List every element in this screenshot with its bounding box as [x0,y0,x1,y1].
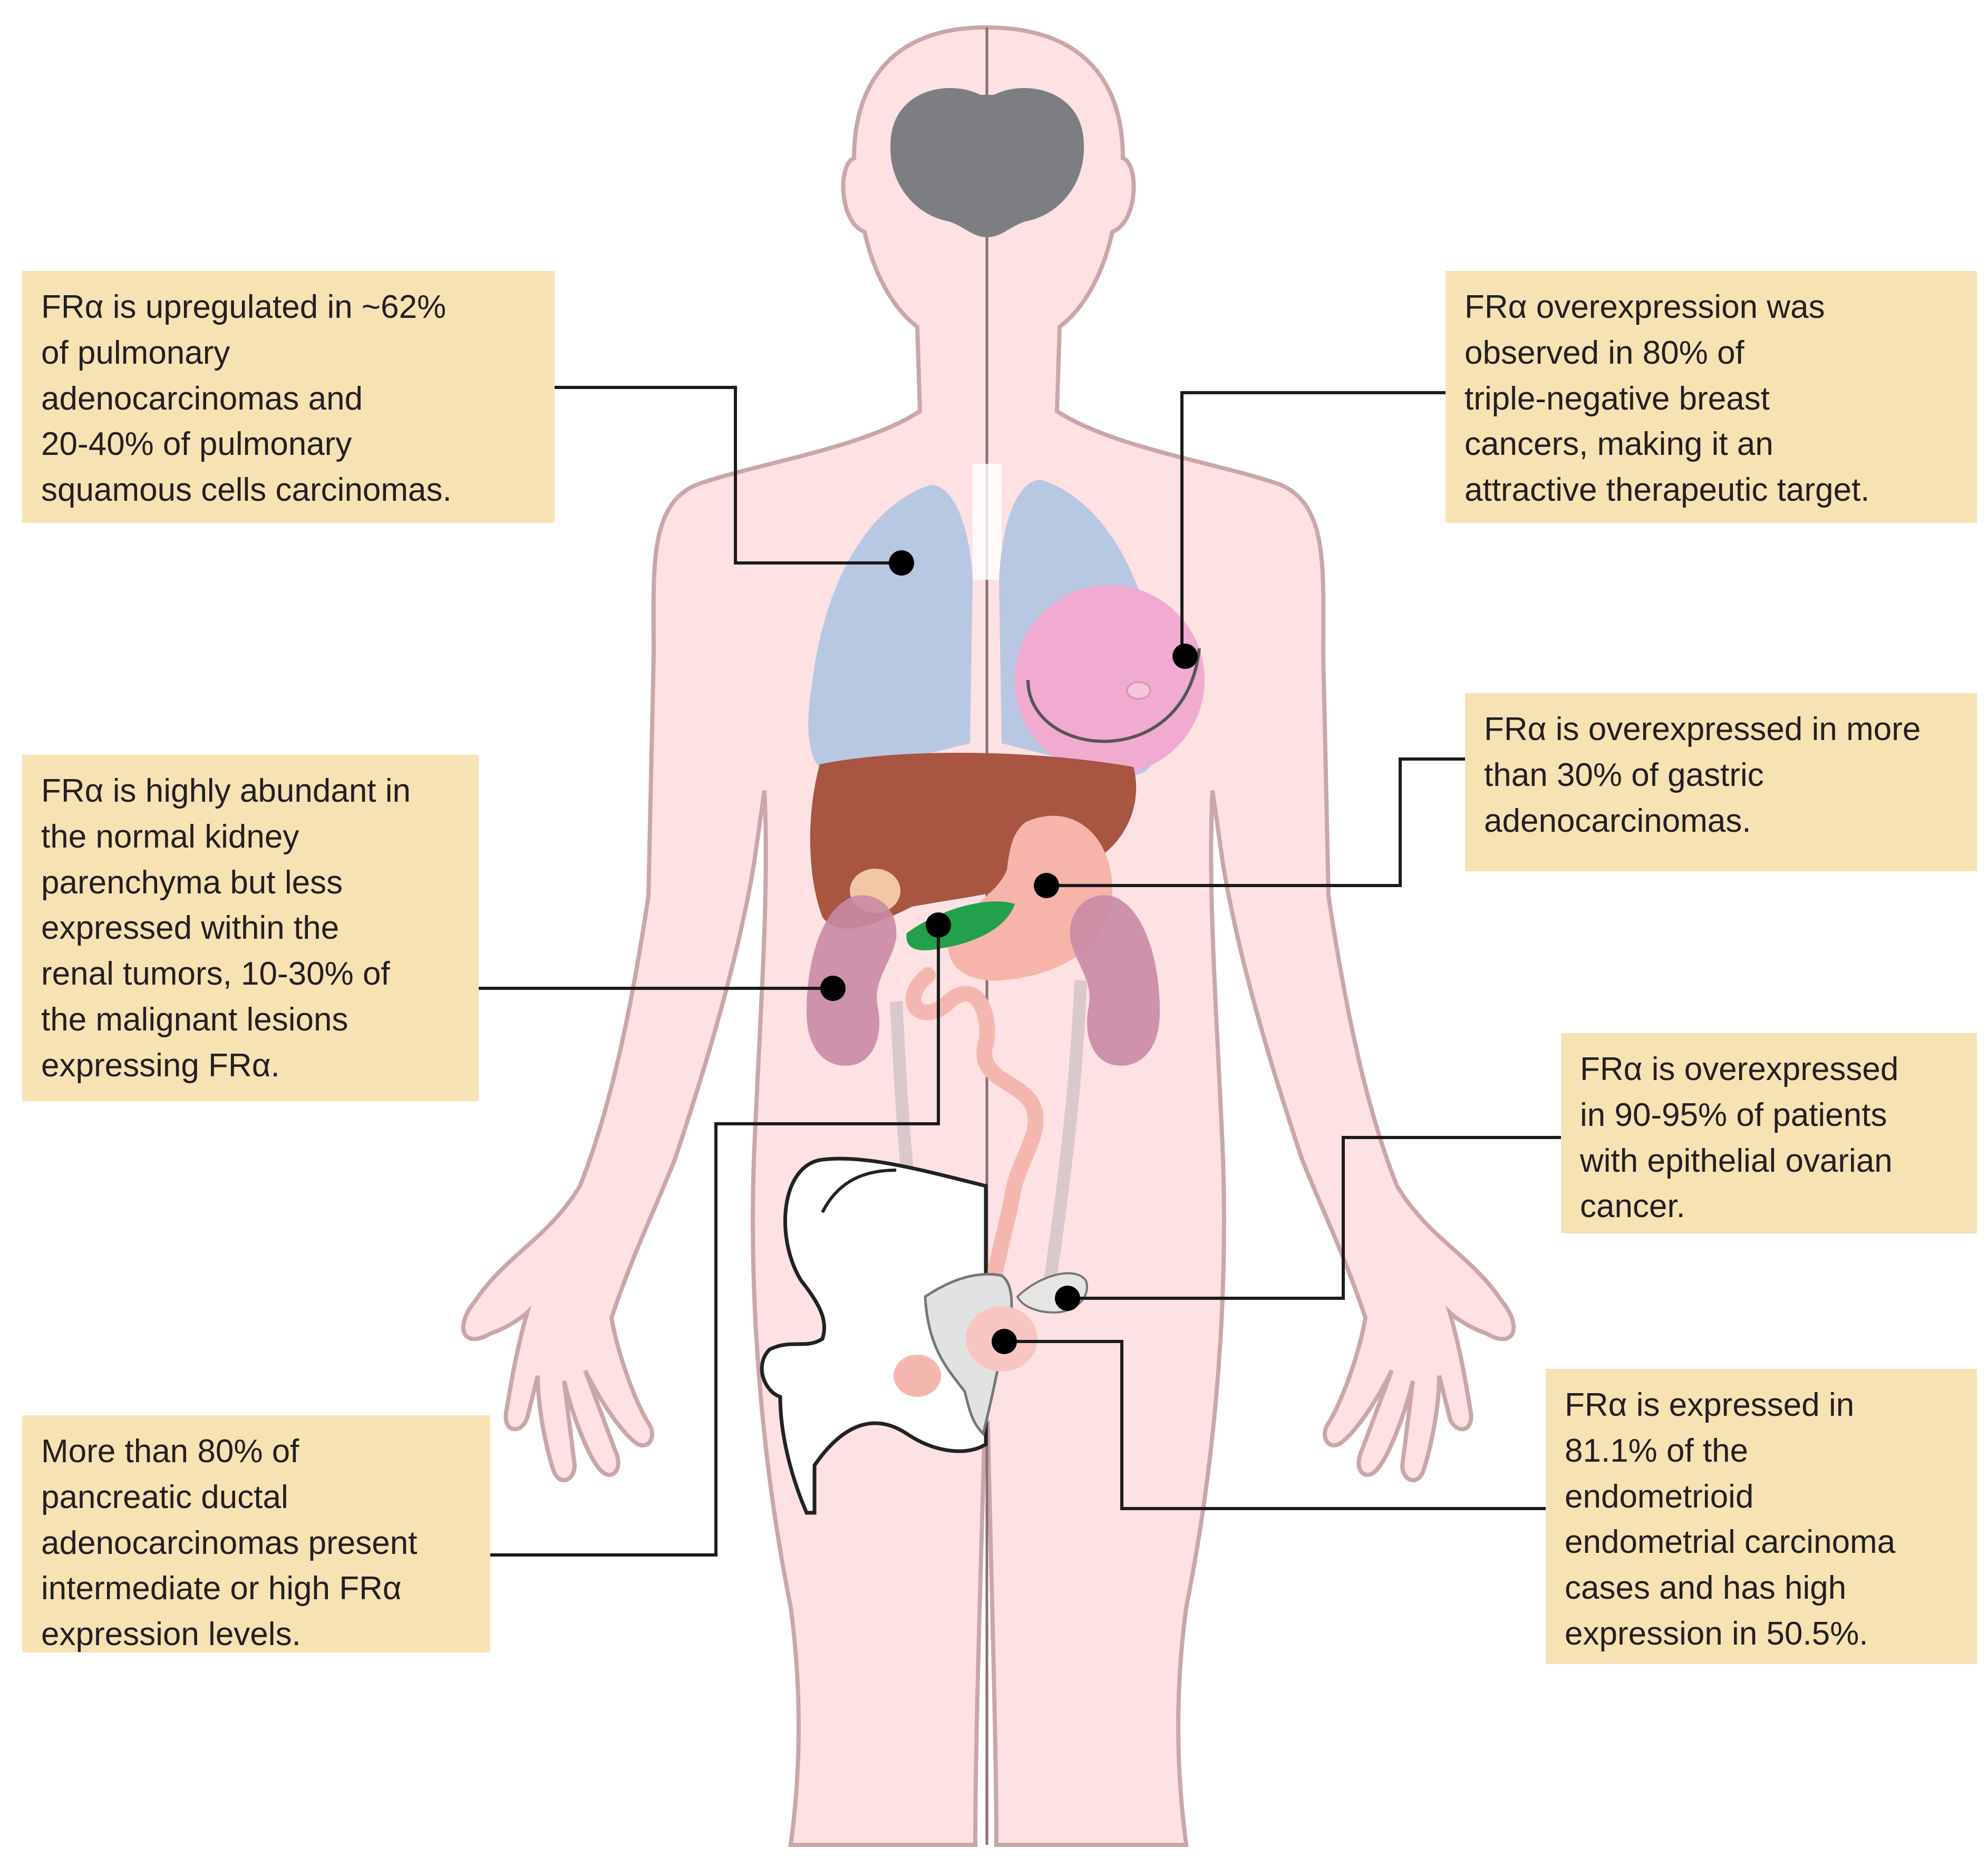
pelvis-left-crest [821,1169,897,1213]
callout-ovarian-line: with epithelial ovarian [1580,1142,1893,1179]
marker-dot-ovarian [1055,1286,1080,1311]
callout-lung: FRα is upregulated in ~62% of pulmonary … [22,271,555,523]
callout-pancreas-line: More than 80% of [41,1433,299,1470]
leader-line-breast [1180,391,1449,656]
callout-pancreas-line: adenocarcinomas present [41,1524,418,1561]
callout-kidney-line: expressed within the [41,910,340,947]
callout-pancreas: More than 80% of pancreatic ductal adeno… [22,1415,490,1652]
callout-kidney-line: renal tumors, 10-30% of [41,956,390,993]
callout-kidney: FRα is highly abundant in the normal kid… [22,755,479,1101]
callout-breast: FRα overexpression was observed in 80% o… [1446,271,1977,523]
callout-gastric-line: FRα is overexpressed in more [1484,711,1921,747]
callout-breast-line: observed in 80% of [1465,334,1744,371]
callout-endometrium-line: FRα is expressed in [1565,1387,1855,1423]
callout-gastric-line: than 30% of gastric [1484,756,1764,793]
callout-breast-line: FRα overexpression was [1465,289,1825,325]
callout-endometrium: FRα is expressed in 81.1% of the endomet… [1546,1369,1977,1664]
callout-pancreas-line: pancreatic ductal [41,1479,288,1515]
trachea [973,464,1002,580]
pancreas-icon [906,901,1015,950]
callout-kidney-line: the malignant lesions [41,1001,348,1038]
callout-ovarian-line: cancer. [1580,1188,1685,1225]
callout-lung-line: squamous cells carcinomas. [41,472,452,509]
uterus-icon [894,1355,941,1397]
callout-gastric: FRα is overexpressed in more than 30% of… [1465,693,1977,871]
leader-line-gastric [1046,757,1468,887]
leader-line-endometrium [1004,1340,1548,1510]
marker-dot-lung [889,550,914,576]
callout-kidney-line: parenchyma but less [41,864,343,901]
marker-dots [820,550,1198,1354]
callout-pancreas-line: intermediate or high FRα [41,1570,402,1607]
callout-pancreas-line: expression levels. [41,1616,301,1653]
leader-lines [477,386,1563,1557]
callout-endometrium-line: cases and has high [1565,1570,1847,1607]
brain-icon [890,87,1084,237]
callout-lung-line: FRα is upregulated in ~62% [41,289,447,325]
pelvis-left-bone [760,1156,988,1515]
callout-lung-line: adenocarcinomas and [41,380,363,417]
callout-endometrium-line: expression in 50.5%. [1565,1615,1868,1652]
callout-gastric-line: adenocarcinomas. [1484,802,1751,839]
ureter-right [1040,980,1087,1308]
callout-endometrium-line: endometrial carcinoma [1565,1524,1896,1561]
callout-kidney-line: FRα is highly abundant in [41,773,411,809]
callout-ovarian: FRα is overexpressed in 90-95% of patien… [1561,1033,1977,1233]
breast-outline [1026,648,1201,743]
callout-kidney-line: expressing FRα. [41,1047,280,1084]
kidney-right-icon [1070,895,1160,1066]
callout-endometrium-line: endometrioid [1565,1478,1754,1515]
callout-ovarian-line: in 90-95% of patients [1580,1096,1887,1133]
leader-line-lung [551,386,901,565]
marker-dot-breast [1172,644,1198,669]
callout-lung-line: of pulmonary [41,334,230,371]
callout-breast-line: triple-negative breast [1465,380,1770,417]
marker-dot-kidney [820,976,846,1001]
callout-breast-line: cancers, making it an [1465,426,1773,463]
areola-icon [1126,681,1151,700]
marker-dot-gastric [1034,873,1059,898]
callout-endometrium-line: 81.1% of the [1565,1432,1749,1469]
callout-breast-line: attractive therapeutic target. [1465,472,1870,509]
lung-icon [808,485,973,776]
leader-line-ovarian [1068,1136,1563,1300]
marker-dot-endometrium [992,1329,1017,1354]
kidney-icon [807,895,897,1066]
callout-lung-line: 20-40% of pulmonary [41,426,352,463]
breast-icon [1015,585,1205,775]
leader-line-pancreas [490,925,940,1557]
callout-kidney-line: the normal kidney [41,818,299,855]
callout-ovarian-line: FRα is overexpressed [1580,1051,1899,1087]
marker-dot-pancreas [926,912,951,938]
